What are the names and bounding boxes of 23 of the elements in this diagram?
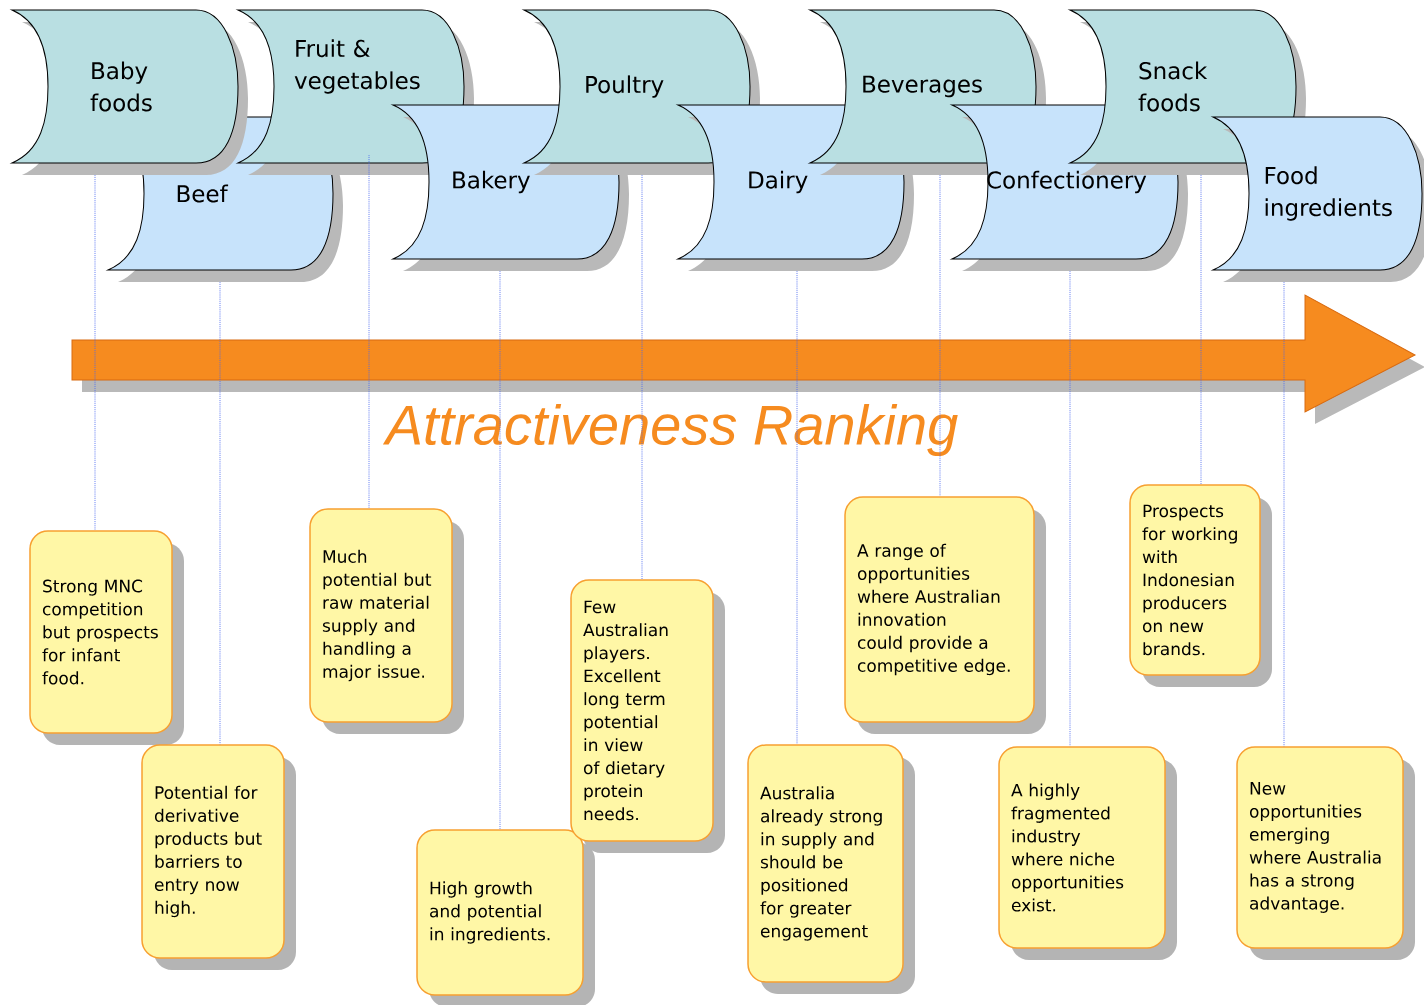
note-box: Few Australian players. Excellent long term potential in view of dietary protein needs. [570, 579, 725, 853]
note-box: High growth and potential in ingredients. [416, 829, 595, 1005]
leader-line [499, 270, 501, 830]
note-box: Much potential but raw material supply and handling a major issue. [309, 508, 464, 734]
leader-line [368, 154, 370, 509]
category-banner: Baby foods [11, 9, 248, 175]
note-box: Australia already strong in supply and should be positioned for greater engagement [747, 744, 915, 994]
title-text: Attractiveness Ranking [382, 403, 958, 457]
note-box: A range of opportunities where Australian innovation could provide a competitive edge. [844, 496, 1046, 734]
leader-line [219, 281, 221, 745]
note-box: Prospects for working with Indonesian producers on new brands. [1129, 484, 1272, 687]
leader-line [939, 174, 941, 497]
leader-line [796, 270, 798, 745]
leader-line [94, 174, 96, 531]
note-box: A highly fragmented industry where niche opportunities exist. [998, 746, 1177, 960]
leader-line [1200, 174, 1202, 485]
note-box: Strong MNC competition but prospects for infant food. [29, 530, 184, 745]
note-box: Potential for derivative products but barriers to entry now high. [141, 744, 296, 970]
note-box: New opportunities emerging where Australia has a strong advantage. [1236, 746, 1415, 960]
leader-line [1069, 270, 1071, 747]
leader-line [641, 174, 643, 580]
category-banner: Food ingredients [1212, 116, 1424, 282]
leader-line [1283, 281, 1285, 747]
